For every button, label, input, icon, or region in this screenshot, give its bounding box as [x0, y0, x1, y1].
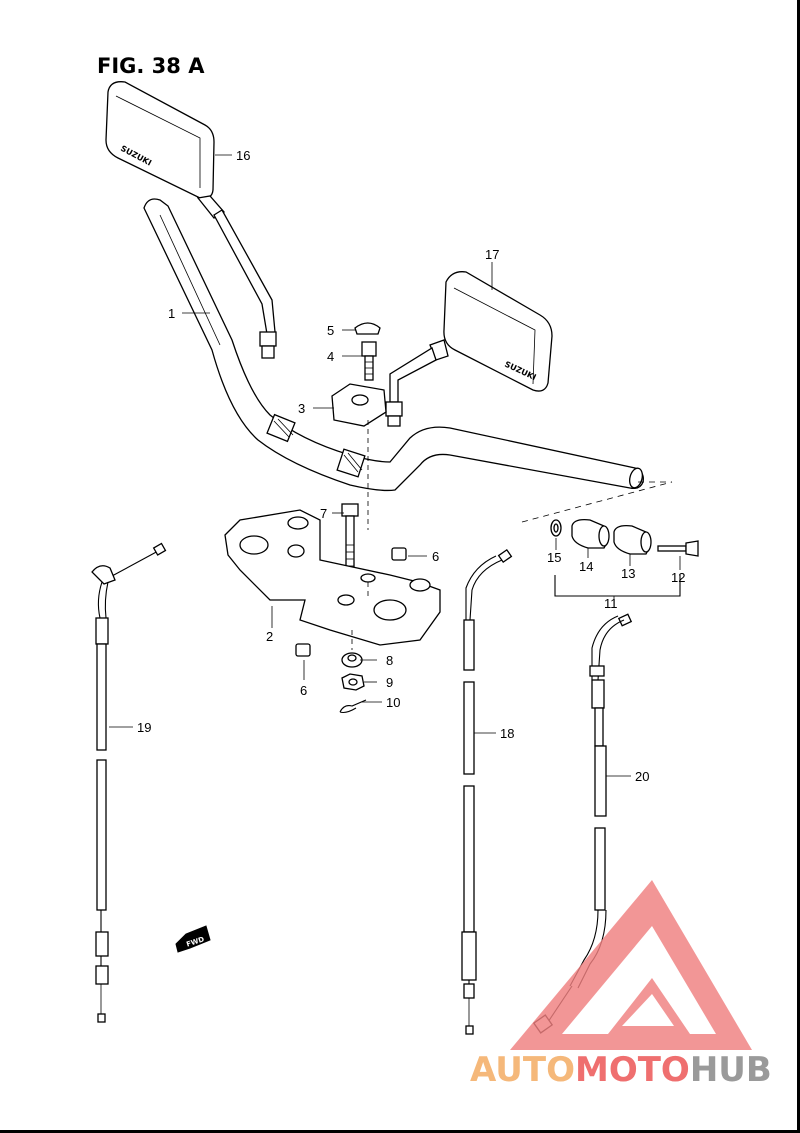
callout-1: 1	[168, 306, 175, 321]
callout-2: 2	[266, 629, 273, 644]
callout-12: 12	[671, 570, 685, 585]
bolt-7	[341, 503, 359, 577]
callout-8: 8	[386, 653, 393, 668]
callout-3: 3	[298, 401, 305, 416]
bar-end-assembly	[521, 481, 699, 597]
fwd-arrow-icon: FWD	[175, 925, 211, 953]
nut-9	[341, 673, 365, 691]
cotter-pin-10	[339, 699, 367, 714]
cap-5	[354, 322, 381, 335]
watermark-logo-icon	[510, 880, 752, 1050]
callout-20: 20	[635, 769, 649, 784]
washer-8	[341, 652, 363, 668]
page-border-bottom	[0, 1130, 800, 1133]
bolt-4	[361, 341, 377, 381]
left-mirror: SUZUKI	[105, 81, 277, 359]
cable-19	[91, 542, 167, 1023]
callout-4: 4	[327, 349, 334, 364]
callout-17: 17	[485, 247, 499, 262]
watermark-wordmark: AUTOMOTOHUB	[470, 1050, 772, 1090]
callout-15: 15	[547, 550, 561, 565]
figure-title: FIG. 38 A	[97, 54, 205, 78]
lower-bracket-2	[224, 509, 441, 646]
callout-6a: 6	[432, 549, 439, 564]
callout-6b: 6	[300, 683, 307, 698]
handlebar	[143, 198, 644, 492]
callout-14: 14	[579, 559, 593, 574]
upper-holder-3	[331, 383, 387, 427]
callout-7: 7	[320, 506, 327, 521]
callout-10: 10	[386, 695, 400, 710]
watermark-part-1: AUTO	[470, 1050, 575, 1090]
callout-numbers: 1 2 3 4 5 6 6 7 8 9 10 11 12 13 14 15 16…	[137, 148, 685, 784]
callout-19: 19	[137, 720, 151, 735]
callout-9: 9	[386, 675, 393, 690]
leader-lines	[109, 154, 681, 777]
callout-18: 18	[500, 726, 514, 741]
callout-5: 5	[327, 323, 334, 338]
page-border-right	[797, 0, 800, 1133]
callout-13: 13	[621, 566, 635, 581]
watermark-part-2: MOTO	[574, 1050, 690, 1090]
watermark-part-3: HUB	[689, 1050, 772, 1090]
right-mirror: SUZUKI	[385, 271, 553, 427]
cushion-6-upper	[391, 547, 407, 561]
cushion-6-lower	[295, 643, 311, 657]
callout-16: 16	[236, 148, 250, 163]
callout-11: 11	[604, 596, 618, 611]
cable-18	[461, 548, 513, 1035]
